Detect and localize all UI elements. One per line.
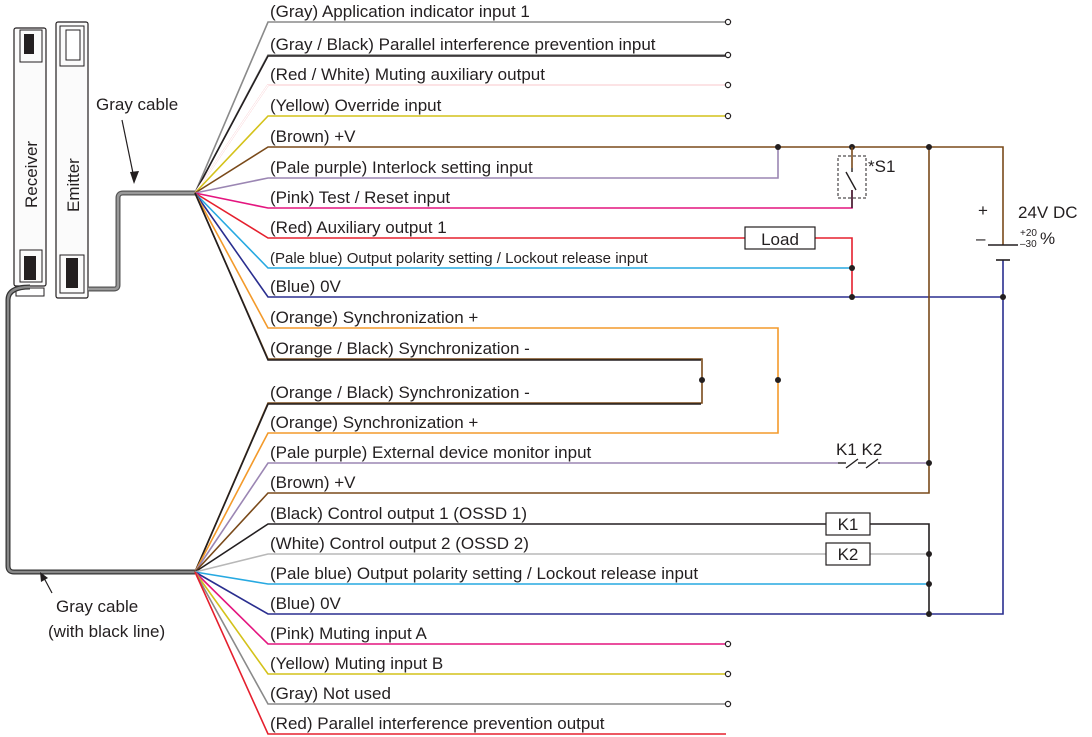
terminal-icon [724, 18, 732, 26]
emitter-wire-label: (Red / White) Muting auxiliary output [270, 65, 545, 84]
receiver-cable [5, 284, 195, 575]
receiver-wire-label: (Orange / Black) Synchronization - [270, 383, 530, 402]
receiver-wire-label: (Gray) Not used [270, 684, 391, 703]
terminal-icon [724, 670, 732, 678]
receiver-wire-label: (Pale purple) External device monitor in… [270, 443, 592, 462]
emitter-wire-label: (Orange) Synchronization + [270, 308, 478, 327]
load: Load [744, 226, 816, 250]
receiver-wire-label: (Red) Parallel interference prevention o… [270, 714, 605, 733]
relay-k1: K1 [825, 512, 871, 536]
receiver-cable-label-line1: Gray cable [56, 597, 138, 616]
emitter-wire-label: (Gray) Application indicator input 1 [270, 2, 530, 21]
relay-k2: K2 [825, 542, 871, 566]
terminal-icon [724, 81, 732, 89]
relay-k2-label: K2 [838, 545, 859, 564]
power-minus-sign: – [976, 229, 986, 248]
terminal-icon [724, 51, 732, 59]
emitter-cable [88, 190, 195, 292]
receiver-wire-label: (Black) Control output 1 (OSSD 1) [270, 504, 527, 523]
receiver-wire-label: (White) Control output 2 (OSSD 2) [270, 534, 529, 553]
power-plus-sign: + [978, 201, 988, 220]
emitter-wire-labels: (Gray) Application indicator input 1 (Gr… [270, 2, 656, 358]
load-label: Load [761, 230, 799, 249]
receiver-wire-label: (Brown) +V [270, 473, 356, 492]
relay-contacts-label: K1 K2 [836, 440, 882, 459]
receiver-cable-label-line2: (with black line) [48, 622, 165, 641]
receiver-wire-label: (Yellow) Muting input B [270, 654, 443, 673]
emitter-wire-label: (Red) Auxiliary output 1 [270, 218, 447, 237]
terminal-icon [724, 640, 732, 648]
relay-k1-label: K1 [838, 515, 859, 534]
power-voltage-label: 24V DC [1018, 203, 1078, 222]
emitter-wire-label: (Orange / Black) Synchronization - [270, 339, 530, 358]
emitter-wire-label: (Yellow) Override input [270, 96, 442, 115]
terminal-icon [724, 112, 732, 120]
power-supply: + – 24V DC +20 –30 % [976, 201, 1078, 261]
power-tolerance-unit: % [1040, 229, 1055, 248]
emitter-wire-label: (Brown) +V [270, 127, 356, 146]
emitter-wire-label: (Blue) 0V [270, 277, 342, 296]
receiver-label: Receiver [22, 141, 41, 208]
emitter-wire-label: (Pale blue) Output polarity setting / Lo… [270, 250, 649, 267]
terminal-icon [724, 700, 732, 708]
power-tolerance-lower: –30 [1020, 239, 1037, 250]
receiver-wire-label: (Orange) Synchronization + [270, 413, 478, 432]
receiver-wire-labels: (Orange / Black) Synchronization - (Oran… [270, 383, 698, 733]
open-terminals [724, 18, 732, 708]
switch-label: *S1 [868, 157, 895, 176]
relay-contacts: K1 K2 [836, 440, 882, 469]
receiver-wire-label: (Pale blue) Output polarity setting / Lo… [270, 564, 698, 583]
receiver-wire-label: (Pink) Muting input A [270, 624, 428, 643]
emitter-wire-label: (Pink) Test / Reset input [270, 188, 450, 207]
switch-s1: *S1 [837, 147, 895, 208]
emitter-wire-label: (Pale purple) Interlock setting input [270, 158, 533, 177]
emitter-unit: Emitter [55, 21, 89, 299]
emitter-label: Emitter [64, 158, 83, 212]
power-tolerance-upper: +20 [1020, 228, 1037, 239]
emitter-wire-label: (Gray / Black) Parallel interference pre… [270, 35, 656, 54]
junction-dots [699, 144, 1006, 617]
emitter-cable-label: Gray cable [96, 95, 178, 114]
receiver-wire-label: (Blue) 0V [270, 594, 342, 613]
receiver-unit: Receiver [13, 27, 47, 297]
